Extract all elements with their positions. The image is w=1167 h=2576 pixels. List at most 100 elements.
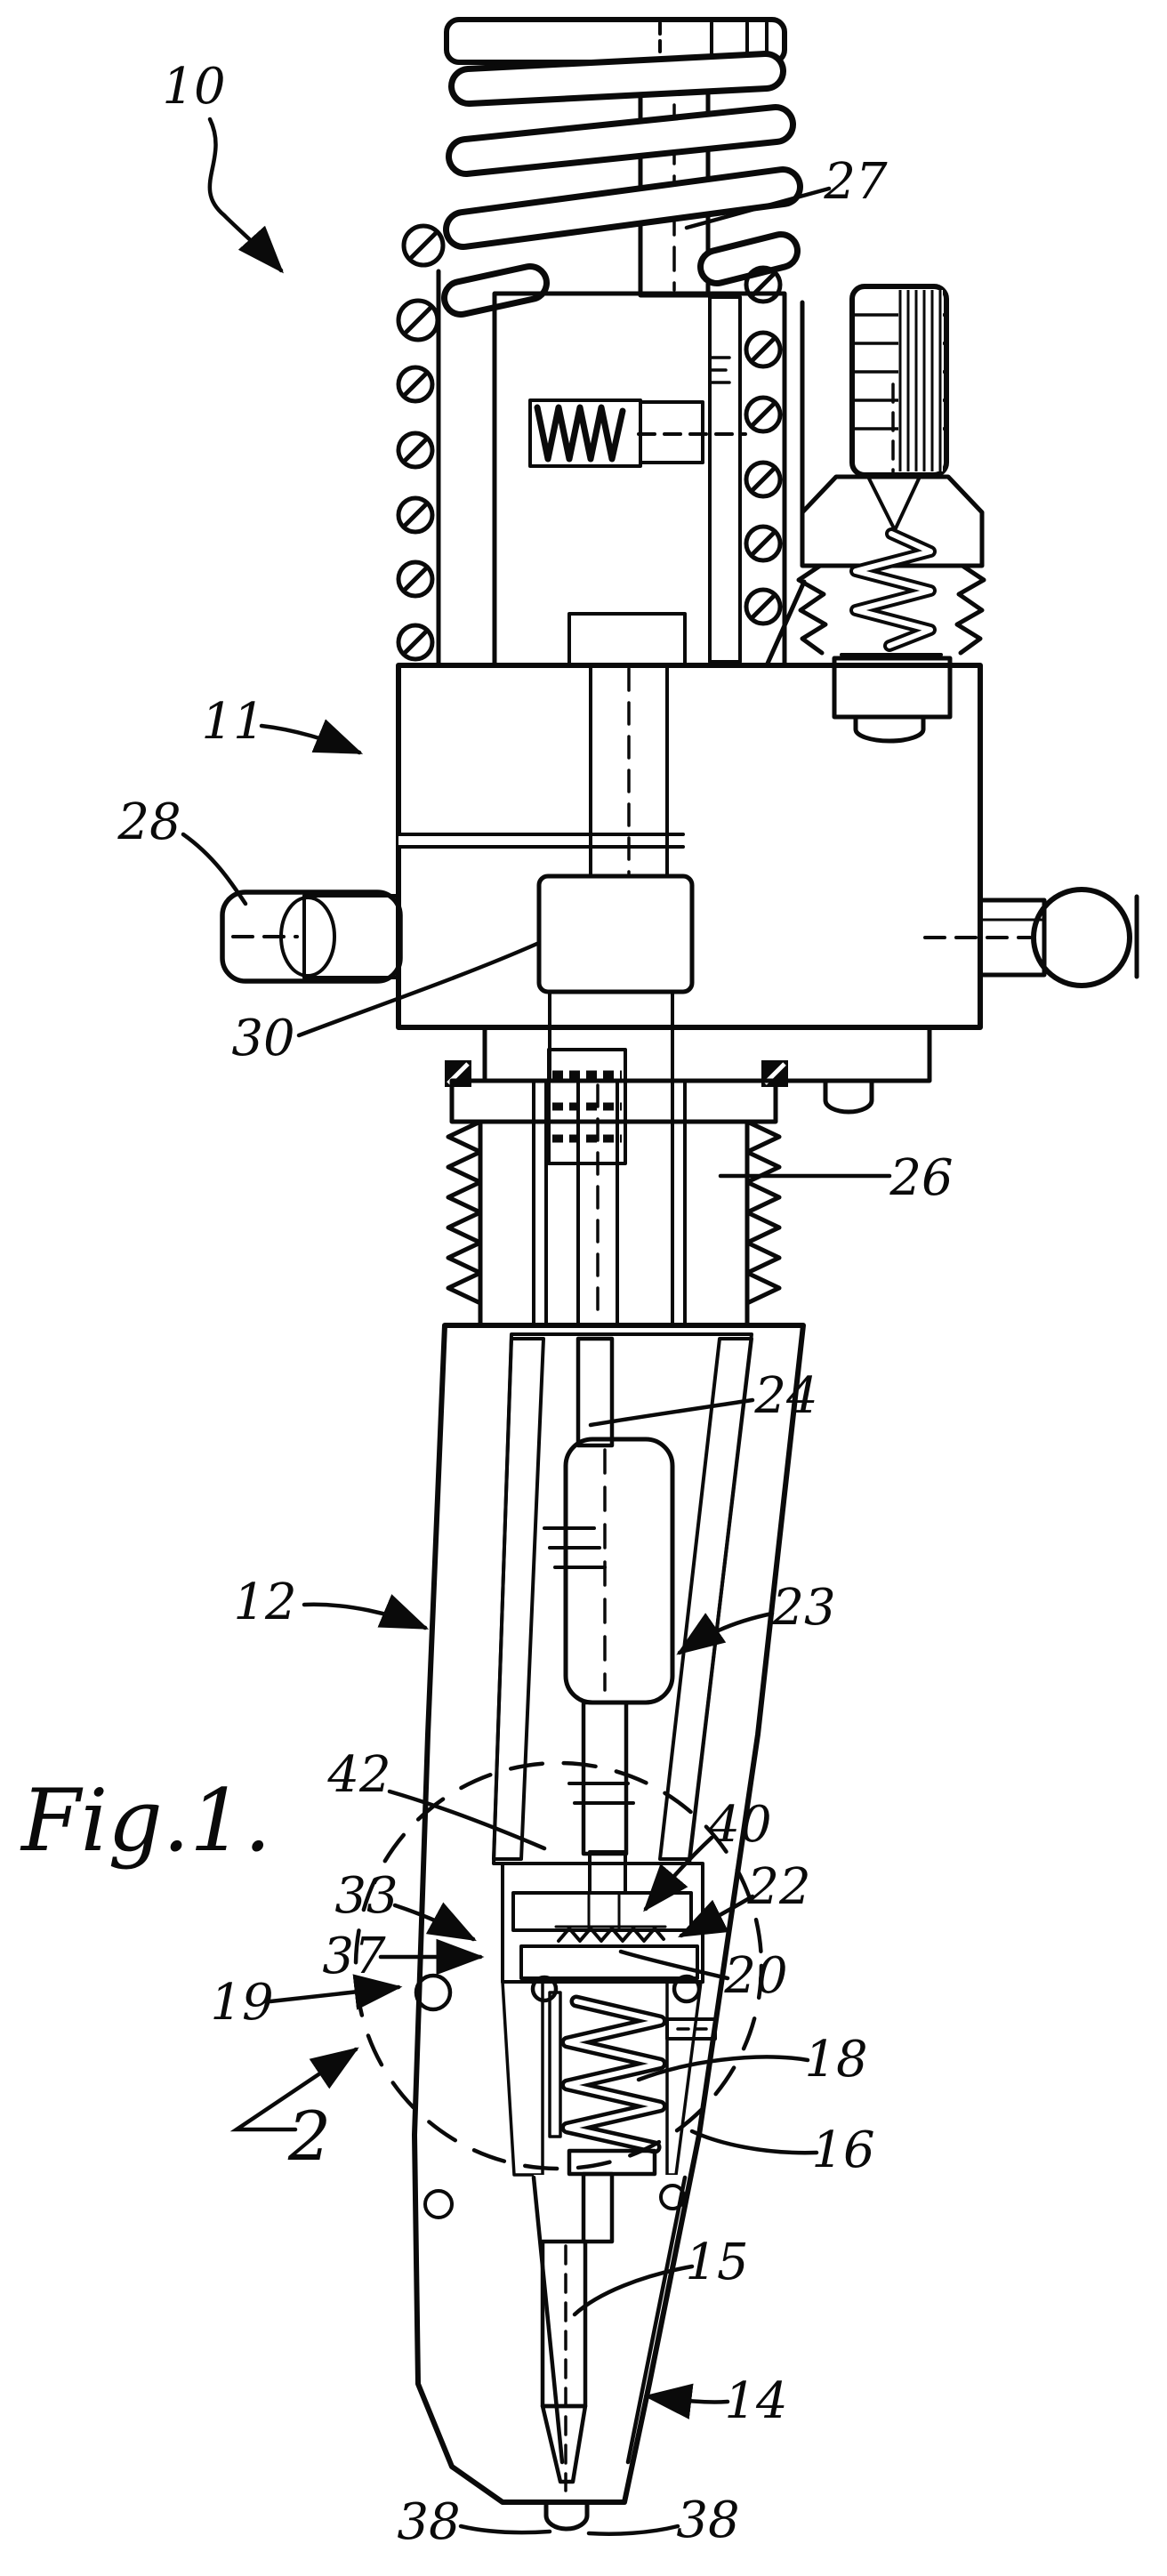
leader-lines — [181, 117, 892, 2536]
cage-wall-left — [501, 1980, 544, 2177]
tip-bore — [534, 2175, 685, 2471]
collar-top-band — [449, 1078, 778, 1124]
leader-19 — [268, 1974, 403, 2010]
leader-28 — [181, 832, 248, 906]
injector-nut-body — [220, 579, 1139, 1115]
needle-stem — [581, 2171, 615, 2244]
rod-foot — [588, 1850, 627, 1895]
ref-label-28: 28 — [117, 793, 181, 851]
ref-label-23: 23 — [771, 1579, 835, 1637]
shim-stack — [547, 1048, 627, 1165]
collar-core — [478, 1119, 750, 1328]
ref-label-40: 40 — [707, 1796, 771, 1854]
needle-cone — [540, 2403, 588, 2484]
ref-label-38-left: 38 — [397, 2493, 460, 2551]
leader-10 — [207, 117, 285, 274]
leader-38-left — [458, 2524, 552, 2535]
ref-label-19: 19 — [210, 1974, 273, 2032]
lifter-pin — [548, 1991, 562, 2138]
leader-42 — [387, 1789, 547, 1851]
collar-thread-right — [744, 1119, 782, 1328]
right-pin-shaft — [978, 898, 1047, 978]
leader-22 — [677, 1894, 755, 1938]
leader-16 — [689, 2129, 819, 2155]
leader-40 — [643, 1835, 714, 1912]
cage-top-22 — [519, 1944, 699, 1980]
ref-label-14: 14 — [724, 2372, 787, 2430]
side-valve-assembly — [796, 284, 986, 744]
spacer-spring-37 — [557, 1927, 665, 1943]
reference-numerals: 10 27 11 28 30 26 24 12 23 42 40 22 33 3… — [20, 58, 954, 2551]
valve-funnel — [866, 475, 922, 532]
ref-label-18: 18 — [804, 2031, 867, 2089]
pushrod-lower — [581, 1700, 629, 1856]
ref-label-10: 10 — [162, 58, 225, 116]
seat-plate-40 — [511, 1891, 693, 1932]
collar-thread-left — [446, 1119, 483, 1328]
stud-knurl — [898, 290, 943, 471]
pushrod-neck — [575, 1336, 615, 1448]
ref-label-27: 27 — [823, 153, 888, 211]
valve-thread-right — [954, 563, 986, 656]
hanging-stud — [823, 1078, 874, 1115]
spray-tip-38 — [543, 2500, 590, 2532]
leader-20 — [618, 1949, 730, 1981]
ref-label-42: 42 — [326, 1746, 390, 1804]
leader-33 — [392, 1902, 477, 1942]
plunger-foot — [567, 612, 687, 667]
spring-seat-16 — [567, 2148, 657, 2177]
seat-slot — [587, 1891, 621, 1932]
coil-cross-sections — [396, 223, 783, 662]
pushrod-body-24 — [563, 1437, 675, 1705]
inner-sleeve-left-23 — [492, 1337, 545, 1861]
ref-label-38-right: 38 — [676, 2491, 739, 2549]
leader-30 — [296, 940, 542, 1038]
leader-11 — [259, 719, 364, 755]
ref-label-33: 33 — [334, 1867, 398, 1925]
leader-24 — [588, 1397, 755, 1428]
leader-38-right — [586, 2524, 680, 2536]
body-seam-gap — [398, 834, 683, 847]
ref-label-16: 16 — [811, 2121, 874, 2179]
threaded-collar — [446, 1048, 782, 1328]
leader-18 — [636, 2055, 810, 2082]
valve-thread-left — [796, 563, 828, 656]
ref-label-22: 22 — [746, 1858, 810, 1916]
side-pin — [665, 2017, 717, 2041]
left-pin-threads — [302, 894, 400, 979]
leader-15 — [572, 2264, 695, 2317]
leader-14 — [643, 2383, 730, 2419]
ref-label-12: 12 — [233, 1574, 296, 1631]
ref-label-26: 26 — [889, 1149, 953, 1207]
ref-label-24: 24 — [753, 1367, 817, 1425]
ref-label-2: 2 — [287, 2097, 331, 2176]
nozzle-spring-core-18 — [565, 1999, 663, 2150]
right-pin-ball — [1031, 887, 1132, 988]
left-pin-thread-tip — [279, 896, 336, 978]
valve-hex-cap — [800, 474, 985, 568]
check-ball-33 — [530, 1975, 559, 2003]
leader-12 — [302, 1594, 430, 1630]
tip-bore-right — [625, 2175, 688, 2465]
ref-label-37: 37 — [322, 1928, 386, 1985]
leader-23 — [676, 1611, 775, 1655]
valve-spring-core — [853, 531, 933, 648]
figure-caption: Fig.1. — [20, 1771, 271, 1871]
ref-label-30: 30 — [231, 1010, 294, 1067]
weep-hole-right — [659, 2184, 686, 2210]
knurled-sleeve-30 — [536, 873, 695, 994]
weep-hole-left — [423, 2189, 454, 2219]
ref-label-15: 15 — [685, 2234, 748, 2291]
top-spring-assembly — [396, 17, 805, 668]
guide-channel — [708, 295, 742, 664]
main-spring-coils — [441, 51, 803, 318]
detail-circle-2 — [353, 1760, 764, 2171]
valve-tip — [853, 714, 926, 744]
retainer-spring — [534, 404, 626, 463]
leader-2 — [229, 2047, 359, 2132]
tip-bore-left — [531, 2175, 565, 2465]
nozzle-assembly — [412, 1323, 806, 2532]
dowel-hole-19 — [414, 1973, 453, 2012]
